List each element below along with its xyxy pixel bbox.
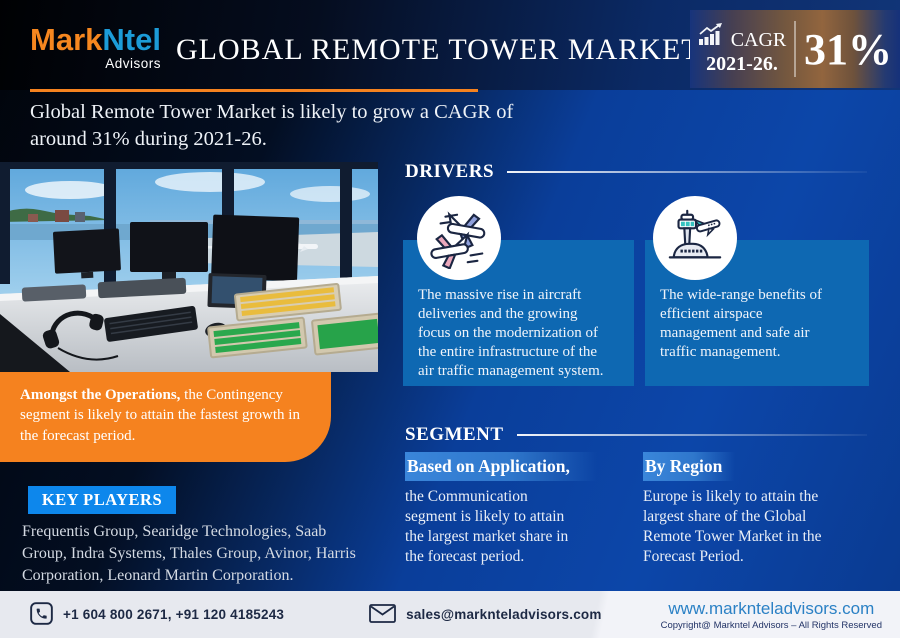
drivers-heading-label: DRIVERS [405, 161, 495, 182]
aircraft-deliveries-icon [417, 196, 501, 280]
header: MarkNtel Advisors GLOBAL REMOTE TOWER MA… [0, 0, 900, 90]
key-players-list: Frequentis Group, Searidge Technologies,… [22, 523, 356, 584]
drivers-section-heading: DRIVERS [405, 161, 867, 183]
control-tower-icon [653, 196, 737, 280]
control-room-photo [0, 162, 386, 372]
cagr-divider [794, 21, 796, 77]
phone-icon [30, 601, 53, 628]
segment-heading-label: SEGMENT [405, 424, 504, 445]
cagr-stat-block: CAGR 2021-26. 31% [690, 10, 900, 88]
footer: +1 604 800 2671, +91 120 4185243 sales@m… [0, 591, 900, 638]
footer-phone-numbers[interactable]: +1 604 800 2671, +91 120 4185243 [63, 607, 285, 622]
drivers-heading-line [507, 171, 867, 173]
cagr-value: 31% [804, 24, 892, 74]
logo-mark-text: Mark [30, 22, 103, 57]
segment-application-title: Based on Application, [405, 452, 597, 481]
logo-ntel-text: Ntel [102, 22, 161, 57]
footer-email[interactable]: sales@marknteladvisors.com [369, 603, 602, 626]
segment-heading-line [516, 434, 867, 436]
footer-email-address[interactable]: sales@marknteladvisors.com [406, 607, 602, 622]
footer-right-block: www.marknteladvisors.com Copyright@ Mark… [661, 599, 882, 631]
cagr-period: 2021-26. [706, 53, 778, 75]
orange-divider-line [30, 89, 478, 92]
cagr-label: CAGR [730, 29, 787, 51]
cagr-label-group: CAGR 2021-26. [690, 22, 794, 76]
segment-section-heading: SEGMENT [405, 424, 867, 446]
segment-application-text: the Communication segment is likely to a… [405, 488, 569, 566]
markntel-logo: MarkNtel Advisors [30, 24, 161, 71]
footer-copyright: Copyright@ Markntel Advisors – All Right… [660, 619, 882, 631]
footer-website-link[interactable]: www.marknteladvisors.com [668, 598, 875, 618]
driver-card-airspace: The wide-range benefits of efficient air… [645, 196, 869, 386]
logo-advisors-text: Advisors [105, 56, 161, 71]
growth-chart-icon [698, 22, 725, 52]
driver-text: The massive rise in aircraft deliveries … [418, 287, 604, 380]
driver-text: The wide-range benefits of efficient air… [660, 287, 823, 361]
operations-highlight-lead: Amongst the Operations, [20, 387, 181, 403]
segment-region-title: By Region [643, 452, 735, 481]
driver-card-aircraft: The massive rise in aircraft deliveries … [403, 196, 634, 386]
footer-phone[interactable]: +1 604 800 2671, +91 120 4185243 [30, 601, 285, 628]
operations-highlight-text: the Contingency segment is likely to att… [20, 387, 300, 444]
envelope-icon [369, 603, 397, 626]
intro-text: Global Remote Tower Market is likely to … [30, 101, 514, 151]
key-players-badge: KEY PLAYERS [28, 486, 176, 514]
operations-highlight-box: Amongst the Operations, the Contingency … [0, 372, 331, 462]
page-title: GLOBAL REMOTE TOWER MARKET [176, 33, 701, 66]
logo-wordmark: MarkNtel [30, 24, 161, 55]
segment-region-text: Europe is likely to attain the largest s… [643, 488, 822, 566]
